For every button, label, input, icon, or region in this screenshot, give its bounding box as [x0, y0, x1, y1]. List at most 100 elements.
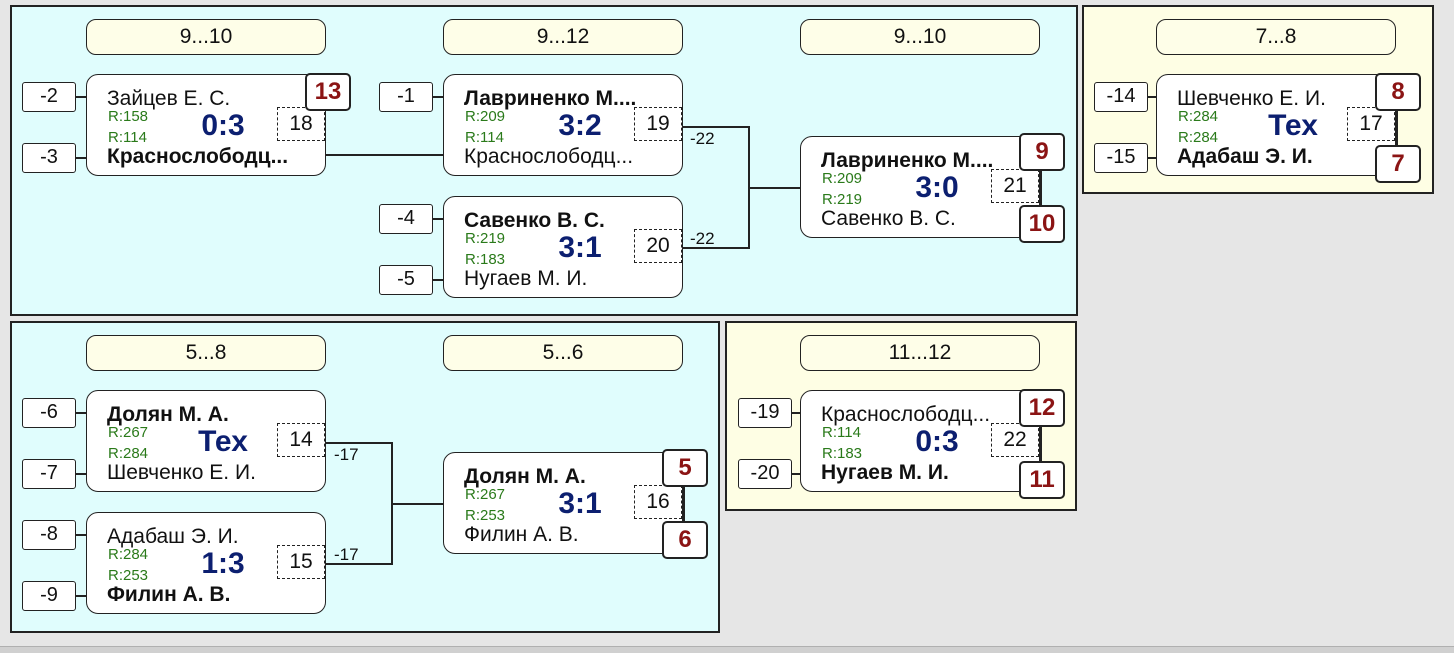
- match-number: 16: [634, 485, 682, 519]
- match-number: 20: [634, 229, 682, 263]
- match-card[interactable]: Лавриненко М.... R:209 R:114 3:2 19 Крас…: [443, 74, 683, 176]
- place-badge: 12: [1019, 389, 1065, 427]
- player-name-winner: Краснослободц...: [107, 145, 289, 168]
- connector-line: [76, 412, 86, 414]
- loser-label: -17: [334, 545, 359, 564]
- player-rating: R:253: [465, 507, 506, 524]
- player-name: Нугаев М. И.: [464, 267, 588, 290]
- seed-box: -20: [738, 459, 792, 489]
- player-rating: R:267: [465, 486, 506, 503]
- connector-line: [792, 473, 800, 475]
- connector-line: [76, 96, 86, 98]
- player-rating: R:284: [108, 445, 149, 462]
- stage-label: 9...12: [443, 19, 683, 55]
- loser-label: -17: [334, 445, 359, 464]
- match-number: 17: [1347, 107, 1395, 141]
- match-number: 14: [277, 423, 325, 457]
- stage-label: 5...8: [86, 335, 326, 371]
- connector-line: [1396, 107, 1398, 149]
- connector-line: [683, 483, 685, 525]
- player-rating: R:267: [108, 424, 149, 441]
- stage-label: 11...12: [800, 335, 1040, 371]
- stage-label: 7...8: [1156, 19, 1396, 55]
- player-rating: R:209: [822, 170, 863, 187]
- stage-label: 9...10: [800, 19, 1040, 55]
- player-rating: R:284: [1178, 129, 1219, 146]
- seed-box: -15: [1094, 143, 1148, 173]
- connector-line: [1148, 96, 1156, 98]
- match-score: Тех: [198, 425, 248, 458]
- connector-line: [1148, 157, 1156, 159]
- player-rating: R:253: [108, 567, 149, 584]
- player-rating: R:158: [108, 108, 149, 125]
- connector-line: [76, 473, 86, 475]
- connector-line: [326, 154, 443, 156]
- seed-box: -5: [379, 265, 433, 295]
- player-name: Филин А. В.: [464, 523, 579, 546]
- match-score: 1:3: [201, 547, 245, 580]
- match-card[interactable]: Савенко В. С. R:219 R:183 3:1 20 Нугаев …: [443, 196, 683, 298]
- place-badge: 10: [1019, 205, 1065, 243]
- connector-line: [683, 247, 749, 249]
- seed-box: -6: [22, 398, 76, 428]
- bracket-panel-9-12: 9...10 9...12 9...10 -2 -3 -1 -4 -5 -22 …: [10, 5, 1078, 316]
- player-name: Савенко В. С.: [821, 207, 956, 230]
- match-card[interactable]: Шевченко Е. И. R:284 R:284 Тех 17 Адабаш…: [1156, 74, 1396, 176]
- connector-line: [433, 96, 443, 98]
- match-card[interactable]: Долян М. А. R:267 R:284 Тех 14 Шевченко …: [86, 390, 326, 492]
- player-rating: R:183: [465, 251, 506, 268]
- stage-label: 5...6: [443, 335, 683, 371]
- place-badge: 8: [1375, 73, 1421, 111]
- match-score: Тех: [1268, 109, 1318, 142]
- seed-box: -9: [22, 581, 76, 611]
- player-rating: R:219: [465, 230, 506, 247]
- match-score: 3:0: [915, 171, 959, 204]
- place-badge: 7: [1375, 145, 1421, 183]
- match-card[interactable]: Лавриненко М.... R:209 R:219 3:0 21 Саве…: [800, 136, 1040, 238]
- seed-box: -2: [22, 82, 76, 112]
- player-name-winner: Нугаев М. И.: [821, 461, 949, 484]
- connector-line: [76, 157, 86, 159]
- player-name: Шевченко Е. И.: [107, 461, 256, 484]
- loser-label: -22: [690, 229, 715, 248]
- seed-box: -14: [1094, 82, 1148, 112]
- match-card[interactable]: Долян М. А. R:267 R:253 3:1 16 Филин А. …: [443, 452, 683, 554]
- match-score: 3:2: [558, 109, 602, 142]
- match-number: 22: [991, 423, 1039, 457]
- place-badge: 9: [1019, 133, 1065, 171]
- connector-line: [76, 595, 86, 597]
- loser-label: -22: [690, 129, 715, 148]
- seed-box: -19: [738, 398, 792, 428]
- seed-box: -3: [22, 143, 76, 173]
- place-badge: 5: [662, 449, 708, 487]
- match-card[interactable]: Адабаш Э. И. R:284 R:253 1:3 15 Филин А.…: [86, 512, 326, 614]
- connector-line: [1040, 167, 1042, 209]
- seed-box: -1: [379, 82, 433, 112]
- place-badge: 13: [305, 73, 351, 111]
- connector-line: [326, 563, 392, 565]
- bracket-panel-7-8: 7...8 -14 -15 Шевченко Е. И. R:284 R:284…: [1082, 5, 1434, 194]
- match-number: 21: [991, 169, 1039, 203]
- window-bottom-edge: [0, 646, 1454, 653]
- bracket-panel-11-12: 11...12 -19 -20 Краснослободц... R:114 R…: [725, 321, 1077, 511]
- connector-line: [391, 503, 443, 505]
- seed-box: -4: [379, 204, 433, 234]
- player-rating: R:183: [822, 445, 863, 462]
- connector-line: [683, 126, 749, 128]
- player-rating: R:284: [1178, 108, 1219, 125]
- place-badge: 11: [1019, 461, 1065, 499]
- match-card[interactable]: Зайцев Е. С. R:158 R:114 0:3 18 Красносл…: [86, 74, 326, 176]
- seed-box: -8: [22, 520, 76, 550]
- player-rating: R:114: [108, 129, 147, 146]
- match-score: 3:1: [558, 487, 602, 520]
- player-name: Краснослободц...: [464, 145, 634, 168]
- match-number: 18: [277, 107, 325, 141]
- match-score: 0:3: [201, 109, 245, 142]
- bracket-panel-5-8: 5...8 5...6 -6 -7 -8 -9 -17 -17 Долян М.…: [10, 321, 720, 633]
- player-rating: R:284: [108, 546, 149, 563]
- connector-line: [326, 442, 392, 444]
- player-rating: R:219: [822, 191, 863, 208]
- match-card[interactable]: Краснослободц... R:114 R:183 0:3 22 Нуга…: [800, 390, 1040, 492]
- match-number: 19: [634, 107, 682, 141]
- player-rating: R:114: [822, 424, 861, 441]
